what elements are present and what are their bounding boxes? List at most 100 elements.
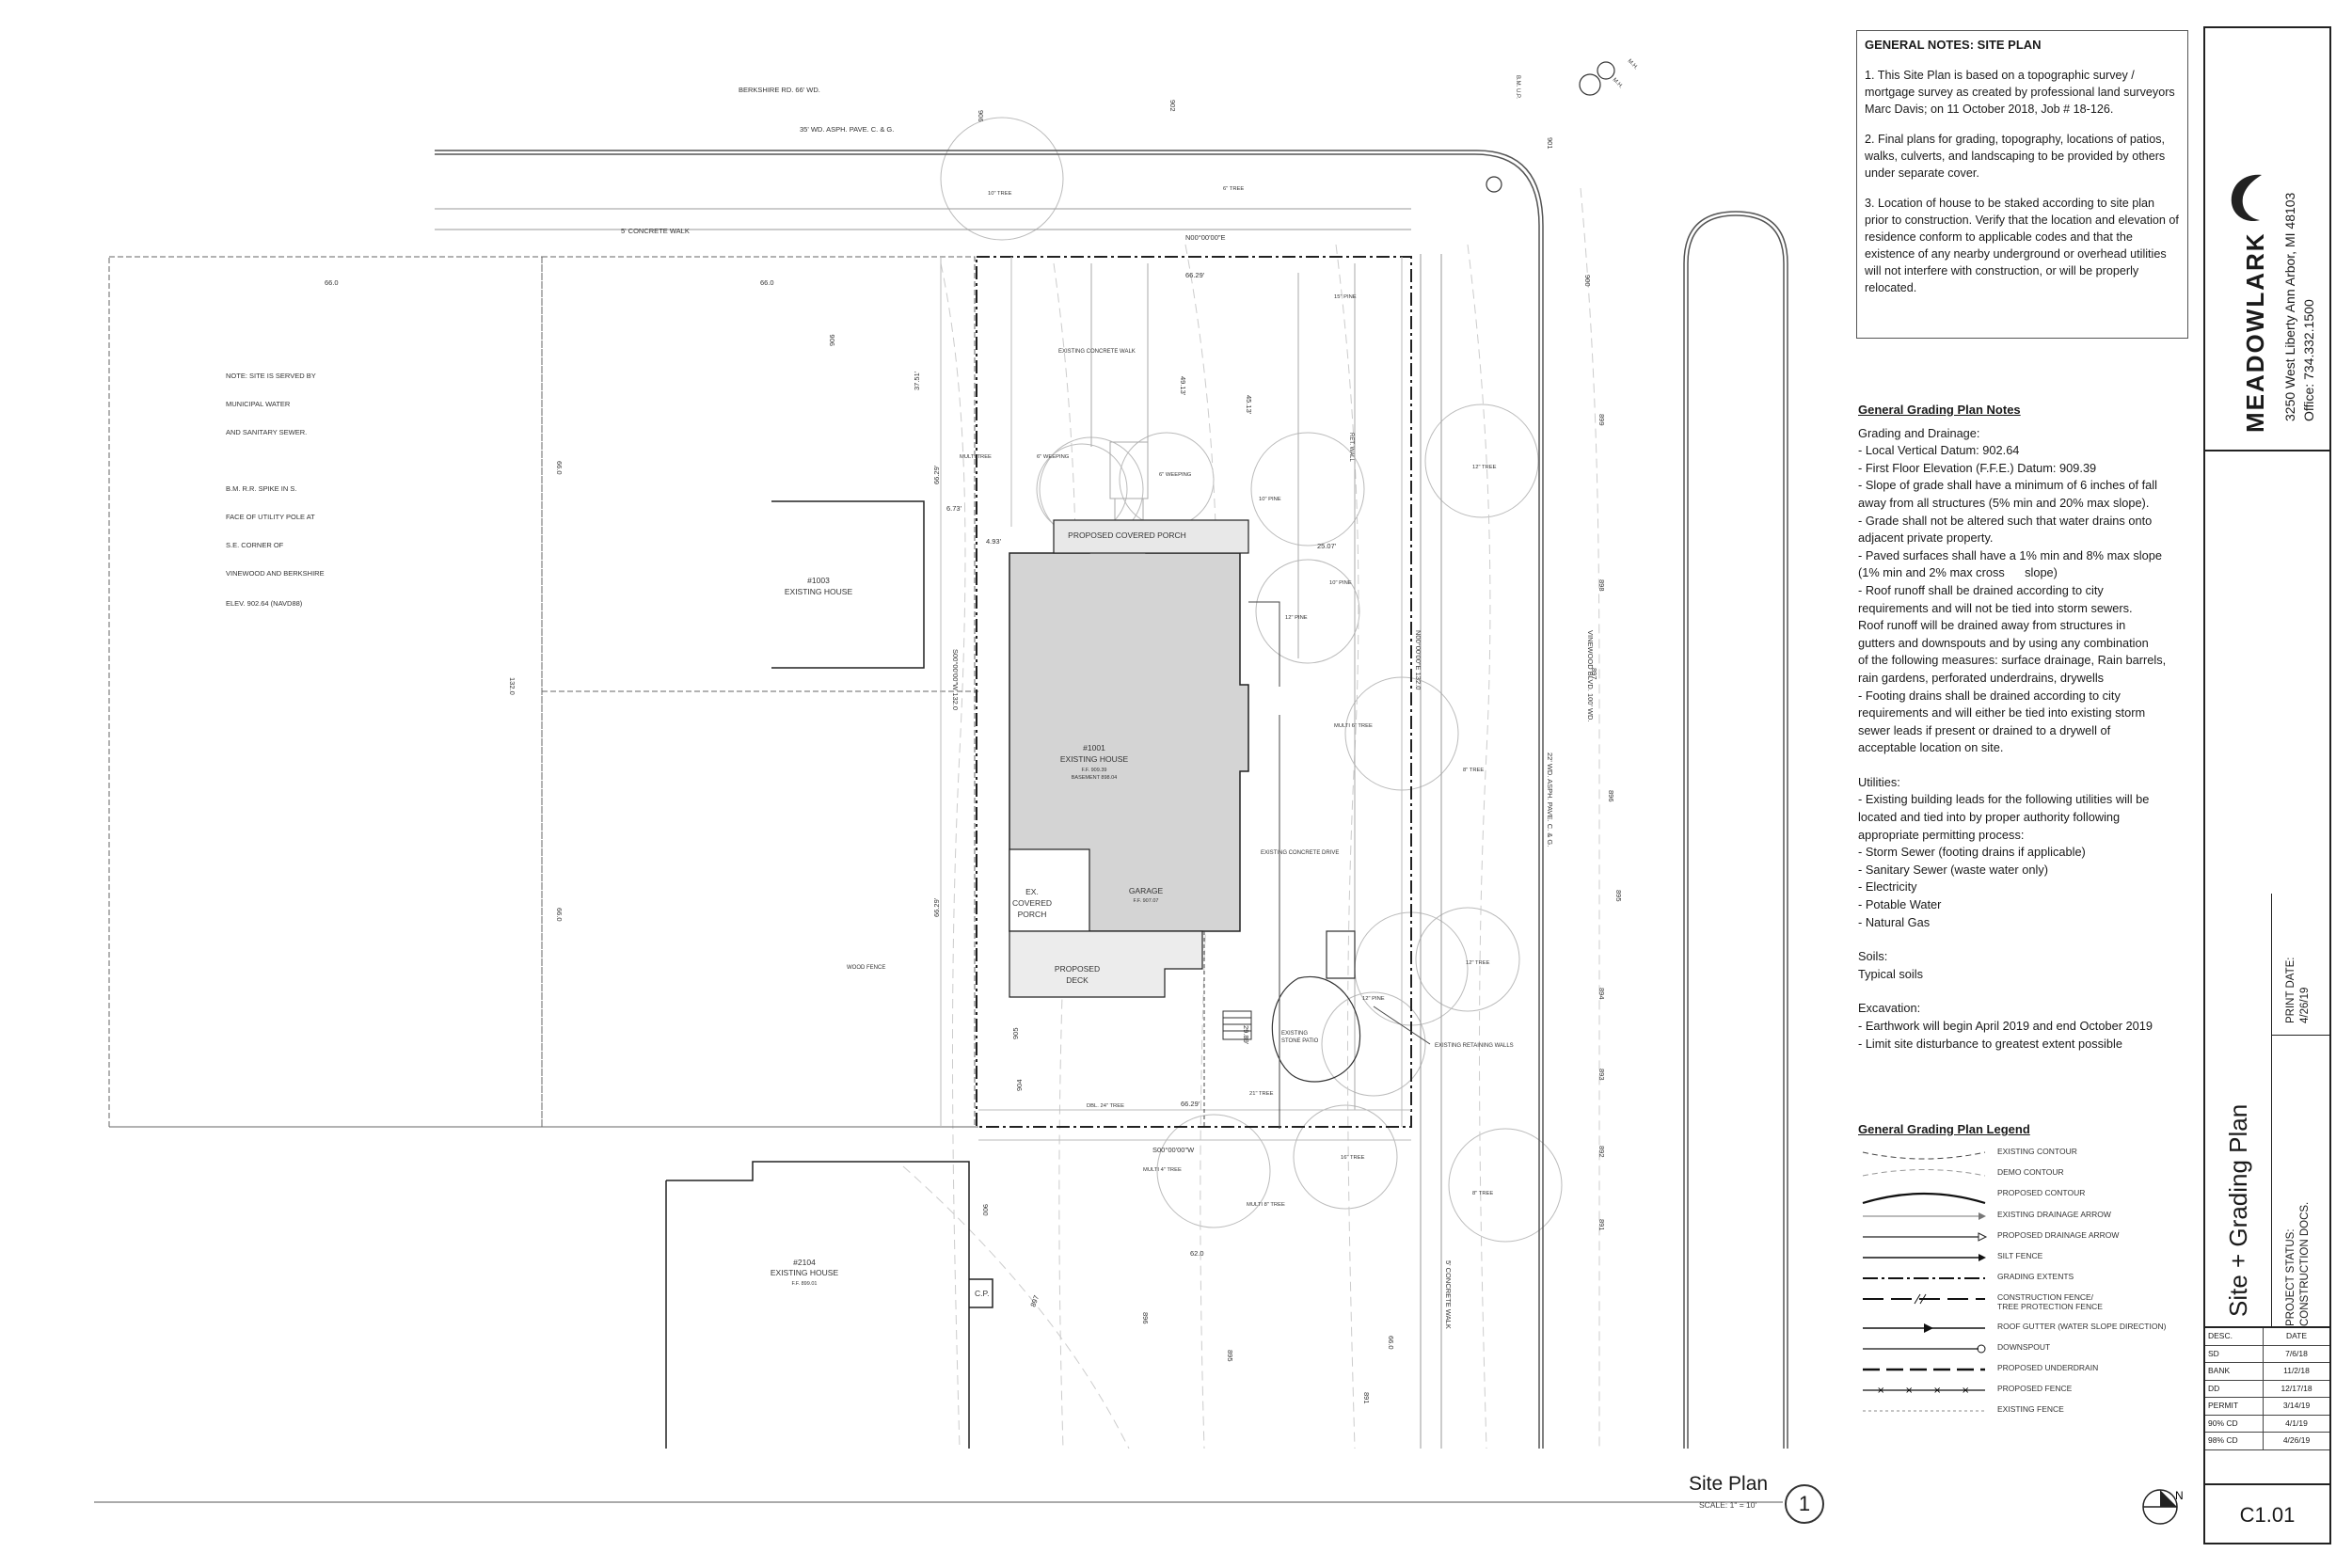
firm-address: 3250 West Liberty Ann Arbor, MI 48103 Of… — [2282, 192, 2316, 421]
revision-row: 98% CD 4/26/19 — [2205, 1433, 2329, 1450]
svg-text:898: 898 — [1597, 579, 1606, 592]
utilities-line: - Existing building leads for the follow… — [1858, 792, 2150, 807]
svg-text:66.0: 66.0 — [325, 278, 339, 287]
utilities-line: - Potable Water — [1858, 897, 1942, 912]
general-notes-panel: GENERAL NOTES: SITE PLAN 1. This Site Pl… — [1856, 30, 2188, 339]
title-block: MEADOWLARK 3250 West Liberty Ann Arbor, … — [2203, 26, 2331, 1544]
svg-text:F.F. 909.39: F.F. 909.39 — [1082, 768, 1107, 773]
svg-text:WOOD FENCE: WOOD FENCE — [847, 965, 885, 971]
drainage-line: sewer leads if present or drained to a d… — [1858, 722, 2111, 737]
drainage-line: acceptable location on site. — [1858, 740, 2004, 755]
svg-text:891: 891 — [1362, 1392, 1371, 1404]
svg-text:BASEMENT 898.04: BASEMENT 898.04 — [1072, 775, 1118, 781]
legend-row: CONSTRUCTION FENCE/ TREE PROTECTION FENC… — [1858, 1289, 2216, 1311]
proposed-covered-porch[interactable] — [1053, 519, 1249, 554]
revision-row: DD 12/17/18 — [2205, 1380, 2329, 1398]
svg-text:66.29': 66.29' — [932, 465, 941, 484]
svg-text:5' CONCRETE WALK: 5' CONCRETE WALK — [1444, 1260, 1453, 1329]
svg-text:906: 906 — [828, 334, 836, 346]
drainage-line: - Roof runoff shall be drained according… — [1858, 582, 2104, 597]
svg-text:897: 897 — [1028, 1294, 1041, 1308]
drainage-line: - Paved surfaces shall have a 1% min and… — [1858, 547, 2162, 562]
svg-text:EXISTING HOUSE: EXISTING HOUSE — [785, 587, 853, 596]
stone-patio[interactable] — [1271, 930, 1361, 1083]
parcel-lines — [108, 256, 978, 1128]
svg-text:895: 895 — [1226, 1350, 1234, 1362]
svg-text:S00°00'00"W 132.0: S00°00'00"W 132.0 — [951, 649, 960, 710]
svg-text:891: 891 — [1597, 1219, 1606, 1231]
svg-text:904: 904 — [1015, 1079, 1024, 1091]
svg-text:EXISTING HOUSE: EXISTING HOUSE — [1060, 754, 1129, 764]
svg-text:21" TREE: 21" TREE — [1249, 1091, 1274, 1097]
svg-text:EXISTING RETAINING WALLS: EXISTING RETAINING WALLS — [1435, 1043, 1514, 1049]
svg-text:29.89': 29.89' — [1242, 1025, 1250, 1045]
firm-panel: MEADOWLARK 3250 West Liberty Ann Arbor, … — [2205, 28, 2329, 451]
general-note-3: 3. Location of house to be staked accord… — [1865, 197, 2179, 294]
svg-text:900: 900 — [981, 1204, 990, 1216]
manhole-icon — [1579, 73, 1601, 96]
north-arrow-icon: N — [2142, 1489, 2184, 1525]
svg-text:RET. WALL: RET. WALL — [1348, 433, 1354, 462]
legend-row: PROPOSED UNDERDRAIN — [1858, 1359, 2216, 1380]
utilities-line: - Sanitary Sewer (waste water only) — [1858, 862, 2048, 877]
svg-text:45.13': 45.13' — [1245, 395, 1253, 415]
svg-text:897: 897 — [1590, 668, 1598, 680]
drainage-heading: Grading and Drainage: — [1858, 425, 1980, 440]
svg-text:12" PINE: 12" PINE — [1285, 615, 1308, 621]
svg-text:EXISTING HOUSE: EXISTING HOUSE — [771, 1268, 839, 1277]
proposed-deck[interactable] — [1009, 930, 1203, 998]
grading-legend: General Grading Plan Legend EXISTING CON… — [1858, 1122, 2216, 1414]
svg-text:12" PINE: 12" PINE — [1362, 996, 1385, 1002]
legend-row: EXISTING CONTOUR — [1858, 1143, 2216, 1164]
legend-row: PROPOSED DRAINAGE ARROW — [1858, 1227, 2216, 1247]
svg-text:MULTI 6" TREE: MULTI 6" TREE — [1334, 723, 1373, 729]
svg-text:N00°00'00"E 132.0: N00°00'00"E 132.0 — [1414, 630, 1422, 689]
drainage-line: rain gardens, perforated underdrains, dr… — [1858, 670, 2105, 685]
drainage-line: of the following measures: surface drain… — [1858, 653, 2167, 668]
svg-text:BERKSHIRE RD. 66' WD.: BERKSHIRE RD. 66' WD. — [739, 86, 820, 94]
svg-text:F.F. 899.01: F.F. 899.01 — [792, 1281, 818, 1287]
legend-row: ×××× PROPOSED FENCE — [1858, 1380, 2216, 1401]
existing-fence-symbol — [1863, 1410, 1985, 1412]
site-plan-drawing[interactable]: BERKSHIRE RD. 66' WD. 35' WD. ASPH. PAVE… — [0, 0, 1835, 1568]
svg-text:PROPOSED: PROPOSED — [1055, 964, 1100, 974]
existing-contour-symbol — [1862, 1151, 1986, 1160]
drainage-line: - First Floor Elevation (F.F.E.) Datum: … — [1858, 460, 2097, 475]
tree-canopies — [940, 117, 1563, 1243]
svg-text:6.73': 6.73' — [946, 504, 962, 513]
drainage-line: away from all structures (5% min and 20%… — [1858, 495, 2150, 510]
tree-labels: 10" TREE 6" TREE 15" PINE MULTI TREE 6" … — [960, 186, 1497, 1208]
svg-text:PROPOSED COVERED PORCH: PROPOSED COVERED PORCH — [1068, 531, 1186, 540]
drainage-line: adjacent private property. — [1858, 531, 1994, 546]
utilities-line: - Electricity — [1858, 879, 1917, 895]
svg-text:F.F. 907.07: F.F. 907.07 — [1134, 898, 1159, 904]
existing-contours — [902, 187, 1600, 1449]
legend-row: ROOF GUTTER (WATER SLOPE DIRECTION) — [1858, 1318, 2216, 1338]
subject-lot-boundary — [976, 256, 1412, 1128]
proposed-underdrain-symbol — [1863, 1368, 1985, 1371]
revision-row: BANK 11/2/18 — [2205, 1363, 2329, 1381]
drainage-line: Roof runoff will be drained away from st… — [1858, 618, 2126, 633]
svg-text:12" TREE: 12" TREE — [1466, 960, 1490, 966]
svg-text:132.0: 132.0 — [508, 677, 516, 695]
svg-text:B.M. U.P.: B.M. U.P. — [1515, 75, 1520, 99]
soils-line: Typical soils — [1858, 966, 1923, 981]
revision-row: SD 7/6/18 — [2205, 1345, 2329, 1363]
grid-lines — [940, 257, 1411, 1141]
svg-text:10" TREE: 10" TREE — [988, 191, 1012, 197]
drainage-line: - Grade shall not be altered such that w… — [1858, 513, 2153, 528]
svg-text:901: 901 — [1546, 137, 1554, 150]
svg-text:EXISTING CONCRETE WALK: EXISTING CONCRETE WALK — [1058, 349, 1136, 355]
svg-text:6" WEEPING: 6" WEEPING — [1037, 454, 1070, 460]
svg-text:COVERED: COVERED — [1012, 898, 1052, 908]
svg-text:894: 894 — [1597, 988, 1606, 1000]
svg-text:892: 892 — [1597, 1146, 1606, 1158]
meadowlark-bird-icon — [2231, 174, 2262, 222]
drainage-line: requirements and will either be tied int… — [1858, 705, 2146, 721]
svg-text:VINEWOOD BLVD. 100' WD.: VINEWOOD BLVD. 100' WD. — [1586, 630, 1595, 722]
svg-text:62.0: 62.0 — [1190, 1249, 1204, 1258]
svg-text:902: 902 — [1168, 100, 1177, 112]
svg-text:STONE PATIO: STONE PATIO — [1281, 1038, 1319, 1044]
proposed-contour-symbol — [1862, 1192, 1986, 1205]
revision-table: DESC. DATE SD 7/6/18 BANK 11/2/18 DD 12/… — [2205, 1326, 2329, 1450]
